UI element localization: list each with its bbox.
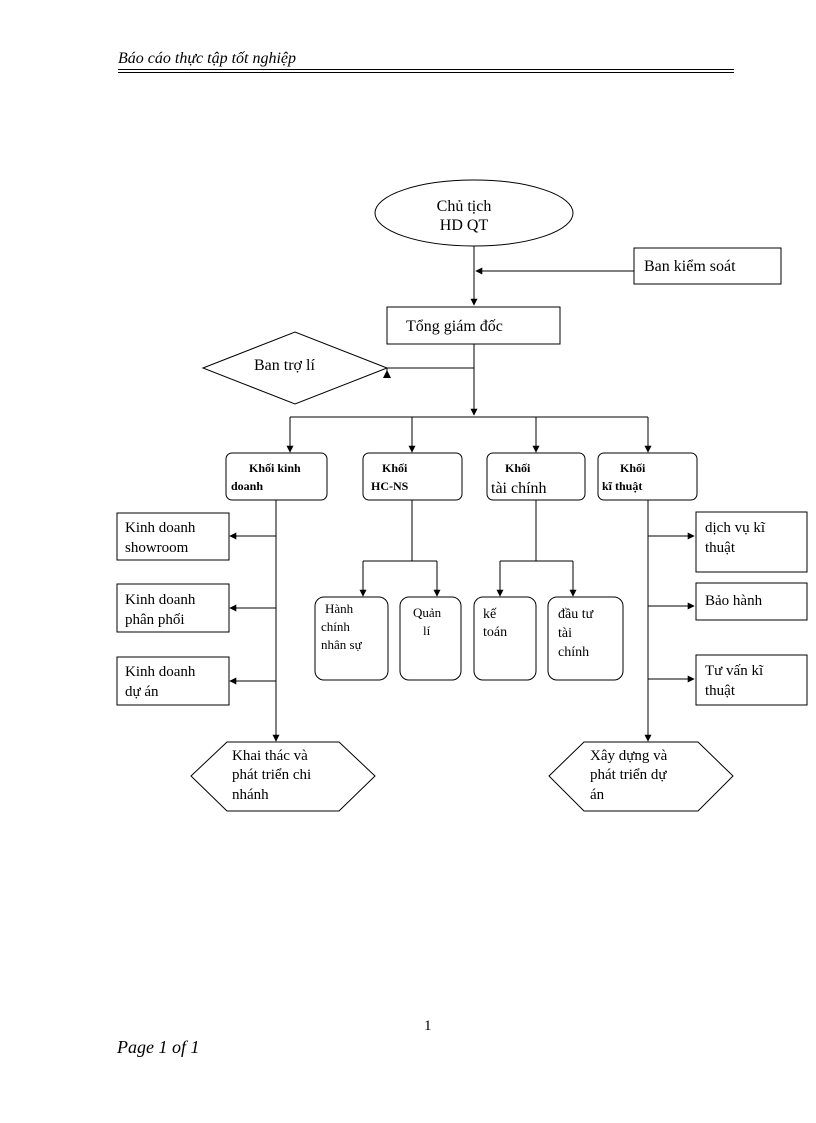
business-block-label-2: doanh <box>231 479 263 493</box>
hr-unit-administration: Hành chính nhân sự <box>314 596 389 681</box>
connectors <box>229 245 695 742</box>
hr-unit-management: Quản lí <box>399 596 462 681</box>
ceo-label: Tổng giám đốc <box>406 318 503 335</box>
svg-text:Tư vấn kĩ: Tư vấn kĩ <box>705 663 764 679</box>
business-block: Khối kinh doanh <box>225 452 328 501</box>
svg-text:dự án: dự án <box>125 684 159 700</box>
svg-text:đầu tư: đầu tư <box>558 607 594 622</box>
svg-text:kế: kế <box>483 607 497 622</box>
finance-block-label-1: Khối <box>505 461 531 475</box>
svg-text:Bảo hành: Bảo hành <box>705 593 763 609</box>
svg-text:Kinh doanh: Kinh doanh <box>125 520 196 536</box>
chairman-label-2: HD QT <box>440 217 489 234</box>
svg-text:chính: chính <box>321 619 350 634</box>
finance-unit-accounting: kế toán <box>473 596 537 681</box>
svg-text:Kinh doanh: Kinh doanh <box>125 592 196 608</box>
business-unit-showroom: Kinh doanh showroom <box>116 512 230 561</box>
svg-text:lí: lí <box>423 623 431 638</box>
svg-text:Hành: Hành <box>325 601 354 616</box>
report-header-title: Báo cáo thực tập tốt nghiệp <box>118 50 297 67</box>
svg-text:Xây dựng và: Xây dựng và <box>590 748 668 764</box>
business-block-label-1: Khối kinh <box>249 461 301 475</box>
finance-block-label-2: tài chính <box>491 480 547 497</box>
page-number: 1 <box>424 1018 432 1034</box>
hr-block: Khối HC-NS <box>362 452 463 501</box>
svg-text:thuật: thuật <box>705 683 736 699</box>
assistant-link <box>386 367 474 378</box>
page-info-footer: Page 1 of 1 <box>117 1037 200 1057</box>
header-rule-bottom <box>118 72 734 73</box>
hr-block-label-2: HC-NS <box>371 479 409 493</box>
technical-block-label-2: kĩ thuật <box>602 479 642 493</box>
business-unit-distribution: Kinh doanh phân phối <box>116 583 230 633</box>
technical-unit-consulting: Tư vấn kĩ thuật <box>695 654 808 706</box>
svg-text:thuật: thuật <box>705 540 736 556</box>
finance-unit-investment: đầu tư tài chính <box>547 596 624 681</box>
svg-text:án: án <box>590 787 605 803</box>
svg-text:nhánh: nhánh <box>232 787 269 803</box>
business-unit-project: Kinh doanh dự án <box>116 656 230 706</box>
finance-block: Khối tài chính <box>486 452 586 501</box>
technical-outcome-node: Xây dựng và phát triển dự án <box>548 741 734 812</box>
svg-text:showroom: showroom <box>125 540 189 556</box>
technical-block: Khối kĩ thuật <box>597 452 698 501</box>
svg-text:phát triển dự: phát triển dự <box>590 767 667 783</box>
hr-block-label-1: Khối <box>382 461 408 475</box>
svg-text:Khai thác và: Khai thác và <box>232 748 308 764</box>
technical-unit-service: dịch vụ kĩ thuật <box>695 511 808 573</box>
svg-text:nhân sự: nhân sự <box>321 637 363 652</box>
svg-text:Kinh doanh: Kinh doanh <box>125 664 196 680</box>
chairman-label-1: Chủ tịch <box>437 198 492 215</box>
supervisory-board-label: Ban kiểm soát <box>644 258 736 275</box>
svg-text:chính: chính <box>558 645 589 660</box>
supervisory-board-node: Ban kiểm soát <box>633 247 782 285</box>
svg-text:phát triển chi: phát triển chi <box>232 767 311 783</box>
ceo-node: Tổng giám đốc <box>386 306 561 345</box>
svg-text:Quản: Quản <box>413 605 442 620</box>
technical-block-label-1: Khối <box>620 461 646 475</box>
svg-text:dịch vụ kĩ: dịch vụ kĩ <box>705 520 766 536</box>
svg-text:toán: toán <box>483 625 507 640</box>
business-outcome-node: Khai thác và phát triển chi nhánh <box>190 741 376 812</box>
assistant-board-node: Ban trợ lí <box>201 331 391 405</box>
chairman-node: Chủ tịch HD QT <box>374 179 574 247</box>
technical-unit-warranty: Bảo hành <box>695 582 808 621</box>
svg-text:tài: tài <box>558 626 572 641</box>
assistant-board-label: Ban trợ lí <box>254 357 315 374</box>
header-rule-top <box>118 69 734 70</box>
svg-text:phân phối: phân phối <box>125 612 185 628</box>
